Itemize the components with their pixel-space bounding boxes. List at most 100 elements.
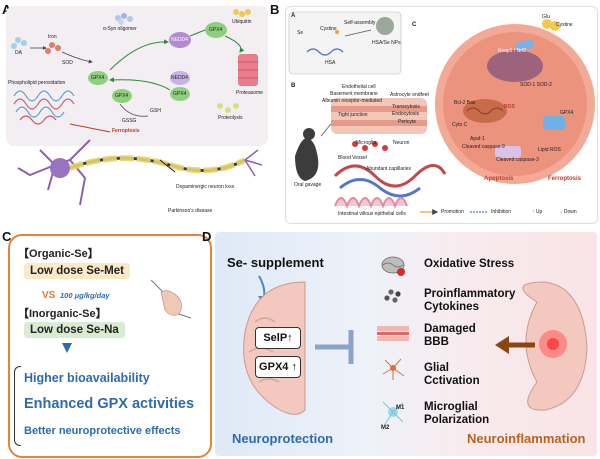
down-arrow-icon: ↓ [560,209,563,215]
neuroprotection-label: Neuroprotection [232,431,334,446]
cytc-label: Cyto C [452,122,468,128]
alpha-syn-label: α-Syn oligomer [103,26,137,32]
cystine-label: Cystine [320,26,337,32]
phospholipid-label: Phospholipid peroxidation [8,80,66,86]
gpx4-b-label: GPX4 [560,110,574,116]
alpha-syn-oligomer-icon [115,13,133,25]
item-cytokines: Proinflammatory Cytokines [424,288,516,313]
proteolysis-icon [217,103,239,113]
organic-se-header: 【Organic-Se】 [18,248,99,260]
gpx4-box: GPX4 ↑ [255,356,301,378]
microglia-icon [382,401,404,425]
apoptosis-label: Apoptosis [484,176,514,182]
glu-label: Glu [542,14,550,20]
ferroptosis-b-label: Ferroptosis [548,176,582,182]
gpx4-d-label: GPX4 ↑ [259,361,297,373]
legend-promotion: Promotion [441,209,464,215]
nedd4-label: NEDD4 [171,37,188,43]
ubiquitin-label: Ubiquitin [232,19,252,25]
neuron-icon [17,139,263,206]
panel-c-label: C [2,229,12,244]
inorganic-se-box: Low dose Se-Na [24,322,125,338]
ferroptosis-label: Ferroptosis [112,128,140,134]
panel-b-sub-c: C [412,22,417,28]
parkinsons-label: Parkinson's disease [168,208,213,214]
panel-b-label: B [270,2,280,17]
astrocyte-label: Astrocyte endfeet [390,92,429,98]
phospholipid-membrane-icon [13,90,75,125]
m2-label: M2 [381,425,390,431]
pericyte-label: Pericyte [398,119,417,125]
blood-vessel-label: Blood Vessel [338,155,367,161]
endocytosis-label: Endocytosis [392,111,419,117]
item-damaged-bbb: Damaged BBB [424,323,476,348]
legend-up: ↑ Up [532,209,542,215]
keap1-label: Keap1 / Nrf2 [498,48,527,54]
outcome-brace [14,366,21,446]
bbb-icon [377,326,409,341]
panel-b-sub-a: A [291,13,296,19]
dopamine-icon [11,37,27,49]
m1-label: M1 [396,405,405,411]
proteolysis-label: Proteolysis [218,115,243,121]
tight-junction-label: Tight junction [338,112,368,118]
gpx4-label-1: GPX4 [91,75,105,81]
inorganic-se-header: 【Inorganic-Se】 [18,308,107,320]
cytokines-icon [384,289,401,303]
syringe-icon [150,279,192,319]
panel-a-diagram [11,9,263,206]
sod-label: SOD [62,60,73,66]
microglia-label: Microglia [356,140,377,146]
transcytosis-label: Transcytosis [392,104,420,110]
gpx4-label-4: GPX4 [115,93,129,99]
bcl2-label: Bcl-2 Bax [454,100,476,106]
neuron-label: Neuron [393,140,410,146]
self-assembly-label: Self-assembly [344,20,376,26]
albumin-label: Albumin receptor-mediated [322,98,383,104]
hsa-label: HSA [325,60,336,66]
dose-label: 100 μg/kg/day [60,291,110,300]
legend-down: ↓ Down [560,209,577,215]
up-arrow-icon: ↑ [532,209,535,215]
legend-up-label: Up [535,209,543,215]
iron-label: Iron [48,34,57,40]
panel-d-label: D [202,229,212,244]
outcome-neuroprotective: Better neuroprotective effects [24,425,181,437]
se-label: Se [297,30,304,36]
da-label: DA [15,50,22,56]
dopaminergic-label: Dopaminergic neuron loss [176,184,235,190]
endothelial-label: Endothelial cell [342,84,376,90]
panel-b-sub-b: B [291,83,296,89]
panel-b-diagram [288,11,595,215]
vs-label: VS [42,290,56,301]
oxidative-stress-icon [381,256,405,276]
oral-gavage-label: Oral gavage [294,182,322,188]
selp-box: SelP↑ [255,327,301,349]
sod1-label: SOD-1 SOD-2 [520,82,552,88]
glial-cell-icon [382,358,405,380]
nedd4-label-2: NEDD4 [171,75,188,81]
se-supplement-label: Se- supplement [227,255,324,270]
outcome-gpx: Enhanced GPX activities [24,396,195,412]
capillaries-label: Abundant capillaries [366,166,412,172]
down-arrow-icon [62,343,72,353]
proteasome-label: Proteasome [236,90,263,96]
hsa-se-nps-label: HSA/Se NPs [372,40,401,46]
item-microglial-polarization: Microglial Polarization [424,401,490,426]
cleaved9-label: Cleaved caspase-9 [462,144,505,150]
cystine2-label: Cystine [556,22,573,28]
gpx4-label-2: GPX4 [173,91,187,97]
gssg-label: GSSG [122,118,137,124]
lipid-ros-label: Lipid ROS [538,147,561,153]
legend-down-label: Down [563,209,577,215]
intestinal-label: Intestinal villous epithelial cells [338,211,406,217]
item-glial-activation: Glial Cctivation [424,362,480,387]
ubiquitin-icon [233,9,251,17]
basement-label: Basement membrane [330,91,378,97]
apaf1-label: Apaf-1 [470,136,485,142]
item-oxidative-stress: Oxidative Stress [424,258,515,270]
gpx4-label-3: GPX4 [209,27,223,33]
organic-se-box: Low dose Se-Met [24,263,130,279]
neuroinflammation-label: Neuroinflammation [467,431,586,446]
iron-icon [45,42,61,54]
